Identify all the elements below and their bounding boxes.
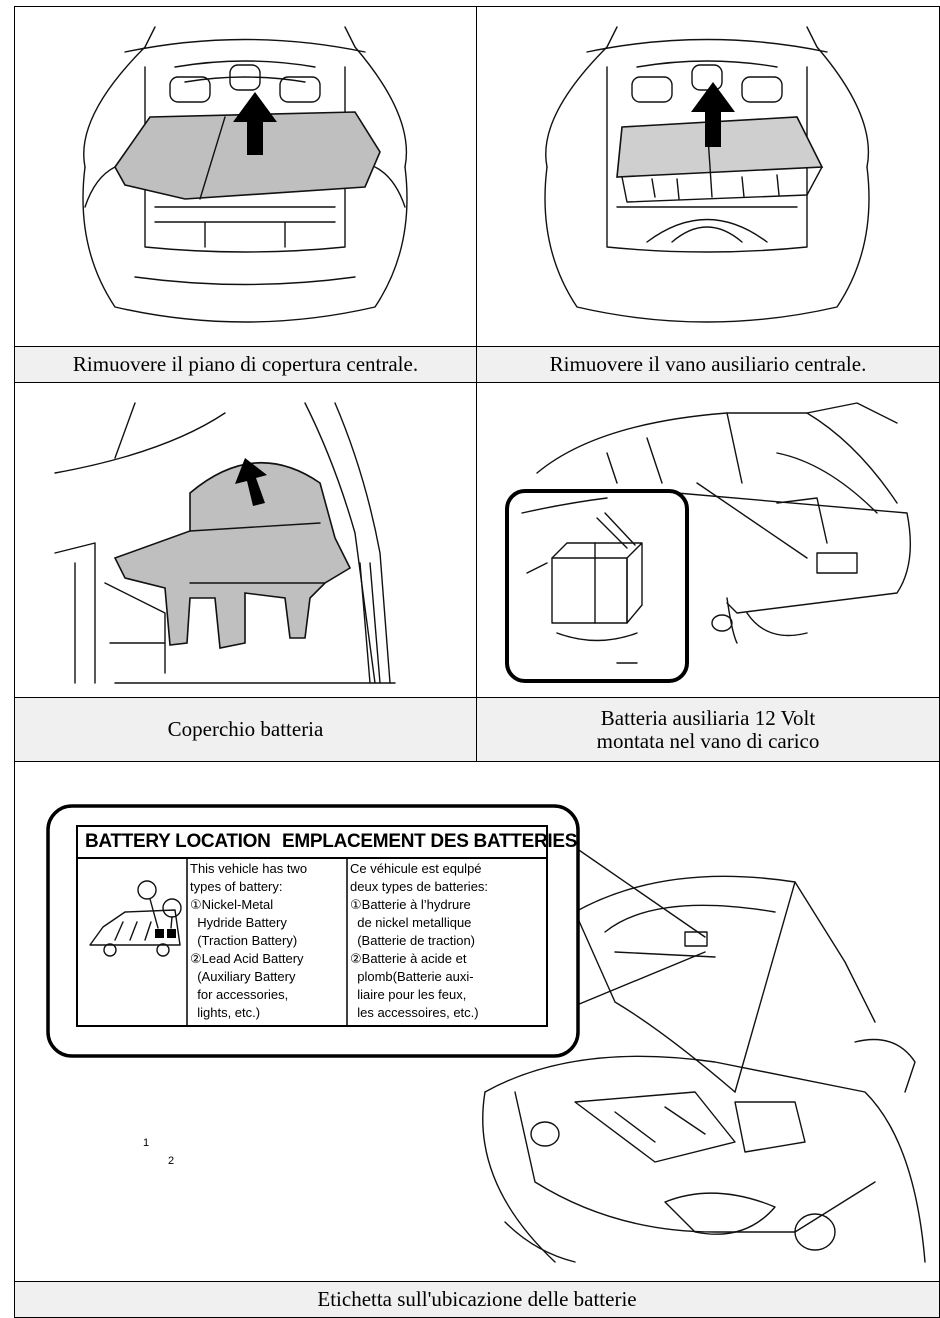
panel-3-illustration: [14, 382, 477, 698]
caption-text: Etichetta sull'ubicazione delle batterie: [317, 1288, 636, 1311]
panel-5-illustration: BATTERY LOCATION EMPLACEMENT DES BATTERI…: [14, 761, 940, 1282]
caption-text: Rimuovere il piano di copertura centrale…: [73, 353, 418, 376]
caption-text: Rimuovere il vano ausiliario centrale.: [550, 353, 867, 376]
cargo-cover-illustration: [15, 7, 475, 345]
label-line-fr: liaire pour les feux,: [350, 986, 488, 1004]
auxiliary-battery-illustration: [477, 383, 937, 696]
caption-battery-cover: Coperchio batteria: [14, 697, 477, 762]
label-line-en: (Auxiliary Battery: [190, 968, 307, 986]
label-line-fr: Ce véhicule est equlpé: [350, 860, 488, 878]
caption-remove-tray: Rimuovere il vano ausiliario centrale.: [476, 346, 940, 383]
label-line-en: types of battery:: [190, 878, 307, 896]
caption-text: Coperchio batteria: [168, 718, 324, 741]
panel-4-illustration: [476, 382, 940, 698]
panel-1-illustration: [14, 6, 477, 347]
battery-cover-illustration: [15, 383, 475, 696]
label-marker-2: 2: [168, 1155, 174, 1167]
instruction-grid: Rimuovere il piano di copertura centrale…: [14, 6, 940, 1318]
label-line-fr: plomb(Batterie auxi-: [350, 968, 488, 986]
label-line-en: for accessories,: [190, 986, 307, 1004]
label-line-fr: les accessoires, etc.): [350, 1004, 488, 1022]
label-line-en: This vehicle has two: [190, 860, 307, 878]
caption-line-2: montata nel vano di carico: [597, 730, 820, 753]
label-title-en: BATTERY LOCATION: [85, 831, 271, 853]
label-line-fr: deux types de batteries:: [350, 878, 488, 896]
label-line-en: Hydride Battery: [190, 914, 307, 932]
label-line-fr: ①Batterie à l’hydrure: [350, 896, 488, 914]
label-line-fr: (Batterie de traction): [350, 932, 488, 950]
label-line-fr: ②Batterie à acide et: [350, 950, 488, 968]
caption-line-1: Batteria ausiliaria 12 Volt: [601, 707, 815, 730]
label-title-fr: EMPLACEMENT DES BATTERIES: [282, 831, 577, 853]
label-marker-1: 1: [143, 1137, 149, 1149]
center-tray-illustration: [477, 7, 937, 345]
label-line-fr: de nickel metallique: [350, 914, 488, 932]
label-line-en: lights, etc.): [190, 1004, 307, 1022]
label-line-en: ②Lead Acid Battery: [190, 950, 307, 968]
caption-auxiliary-battery: Batteria ausiliaria 12 Volt montata nel …: [476, 697, 940, 762]
label-line-en: ①Nickel-Metal: [190, 896, 307, 914]
label-line-en: (Traction Battery): [190, 932, 307, 950]
panel-2-illustration: [476, 6, 940, 347]
caption-remove-cover: Rimuovere il piano di copertura centrale…: [14, 346, 477, 383]
caption-battery-label: Etichetta sull'ubicazione delle batterie: [14, 1281, 940, 1318]
